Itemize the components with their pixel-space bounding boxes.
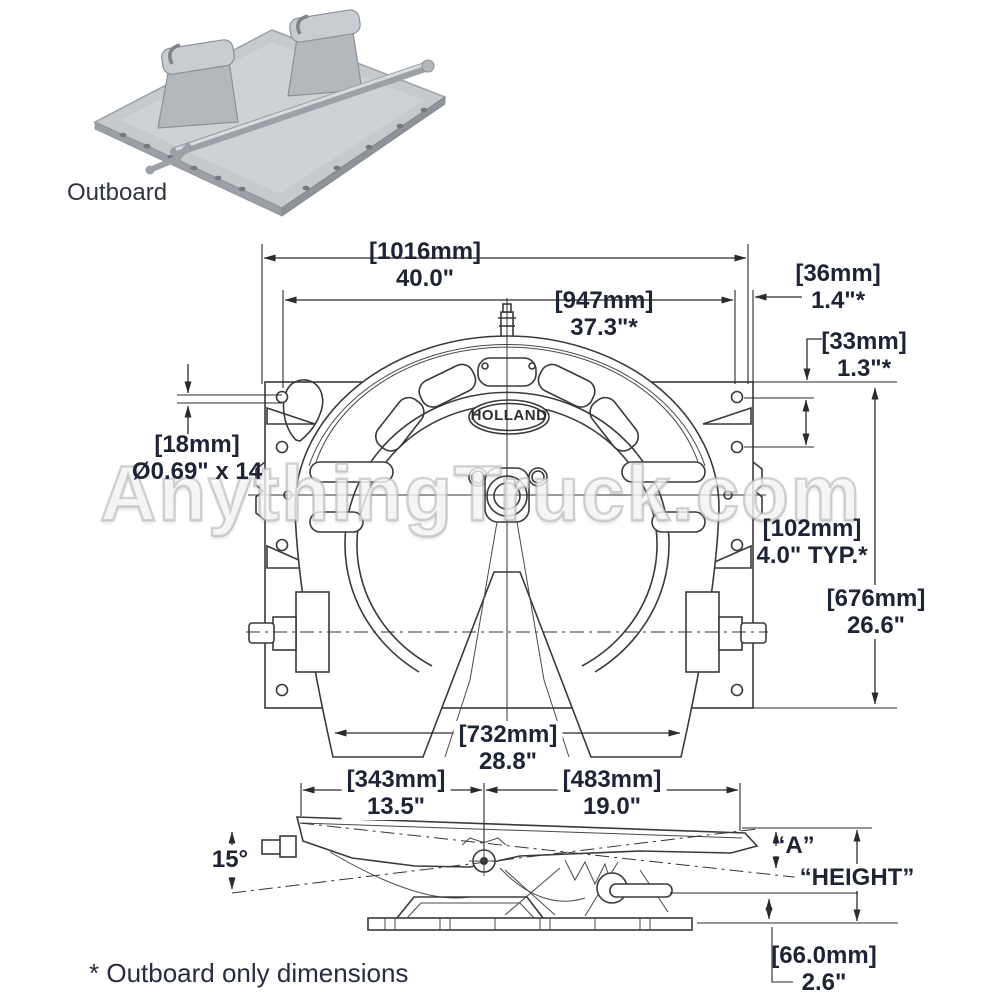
holland-logo-text: HOLLAND xyxy=(470,407,548,424)
dim-a-label: “A” xyxy=(773,832,815,859)
dim-height-label: “HEIGHT” xyxy=(794,865,920,890)
dim-in: 4.0" TYP.* xyxy=(756,542,868,569)
dim-front-length: [343mm] 13.5" xyxy=(341,766,451,820)
dim-hole-spacing: [102mm] 4.0" TYP.* xyxy=(757,515,868,569)
side-view xyxy=(231,816,804,931)
dim-in: 13.5" xyxy=(366,793,426,820)
rail-ticks xyxy=(384,918,651,930)
dim-mm: [732mm] xyxy=(458,721,558,748)
dim-base-height: [66.0mm] 2.6" xyxy=(771,942,876,996)
dim-mm: [1016mm] xyxy=(368,238,482,265)
dim-in: Ø0.69" x 14 xyxy=(131,458,263,485)
dim-mm: [33mm] xyxy=(821,328,907,355)
dim-overall-depth: [676mm] 26.6" xyxy=(821,585,931,639)
holland-logo-oval xyxy=(468,399,550,435)
dim-mm: [483mm] xyxy=(562,766,662,793)
dim-mm: [343mm] xyxy=(346,766,446,793)
dim-tilt-angle: 15° xyxy=(211,846,249,873)
dim-mm: [18mm] xyxy=(154,431,240,458)
top-view xyxy=(246,298,768,772)
dim-mm: [66.0mm] xyxy=(771,942,877,969)
dim-inner-width: [947mm] 37.3"* xyxy=(555,287,654,341)
dim-mm: [947mm] xyxy=(554,287,654,314)
inset-caption: Outboard xyxy=(67,179,168,206)
dim-edge-offset: [36mm] 1.4"* xyxy=(795,260,880,314)
dim-mm: [676mm] xyxy=(826,585,926,612)
dim-top-offset: [33mm] 1.3"* xyxy=(821,328,906,382)
watermark: AnythingTruck.com xyxy=(99,448,863,539)
outboard-inset-illustration xyxy=(93,9,447,217)
dim-in: 37.3"* xyxy=(570,314,638,341)
dim-in: 40.0" xyxy=(395,265,455,292)
footnote: * Outboard only dimensions xyxy=(89,958,409,988)
dim-hole-diameter: [18mm] Ø0.69" x 14 xyxy=(132,431,262,485)
mount-pin-rod xyxy=(609,883,673,898)
dim-leg-width: [732mm] 28.8" xyxy=(453,721,563,775)
dim-mm: [102mm] xyxy=(762,515,862,542)
base-rail xyxy=(367,917,693,931)
side-profile-plate xyxy=(295,816,759,868)
dim-in: 26.6" xyxy=(846,612,906,639)
dim-rear-length: [483mm] 19.0" xyxy=(557,766,667,820)
dim-in: 2.6" xyxy=(801,969,847,996)
dim-mm: [36mm] xyxy=(795,260,881,287)
dim-overall-width: [1016mm] 40.0" xyxy=(369,238,481,292)
top-view-dimensions xyxy=(177,244,897,737)
dim-in: 28.8" xyxy=(478,748,538,775)
dim-in: 19.0" xyxy=(582,793,642,820)
rim-slots xyxy=(374,357,640,452)
release-handle xyxy=(282,379,324,442)
mounting-holes xyxy=(275,390,744,697)
dim-in: 1.4"* xyxy=(810,287,866,314)
dim-in: 1.3"* xyxy=(836,355,892,382)
